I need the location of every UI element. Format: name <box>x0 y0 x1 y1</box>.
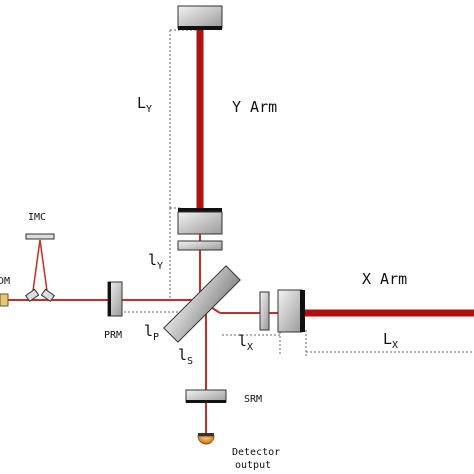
lx-small-label: lX <box>238 332 253 353</box>
ly-big-label: LY <box>137 94 152 115</box>
srm-label: SRM <box>244 394 262 405</box>
x-arm-label: X Arm <box>362 270 407 288</box>
input-mode-cleaner <box>24 233 56 303</box>
beam-splitter <box>163 265 241 343</box>
power-recycling-mirror <box>107 281 123 317</box>
ls-label: lS <box>178 346 193 367</box>
beams <box>6 28 474 436</box>
x-input-mirror <box>277 289 305 333</box>
x-compensation-plate <box>259 291 270 331</box>
detector-label-line2: output <box>235 460 271 471</box>
imc-label: IMC <box>28 212 46 223</box>
laser-source <box>0 293 9 307</box>
y-input-mirror <box>177 208 223 235</box>
y-end-mirror <box>177 5 223 30</box>
lp-label: lP <box>144 322 159 343</box>
detector-label-line1: Detector <box>232 447 280 458</box>
y-arm-label: Y Arm <box>232 98 277 116</box>
y-compensation-plate <box>177 240 223 251</box>
imc-beam <box>31 239 49 299</box>
lx-big-label: LX <box>383 330 398 351</box>
prm-label: PRM <box>104 330 122 341</box>
pdm-fragment-label: DM <box>0 276 10 287</box>
photodetector <box>197 433 215 445</box>
ly-small-label: lY <box>148 251 163 272</box>
signal-recycling-mirror <box>185 389 227 403</box>
